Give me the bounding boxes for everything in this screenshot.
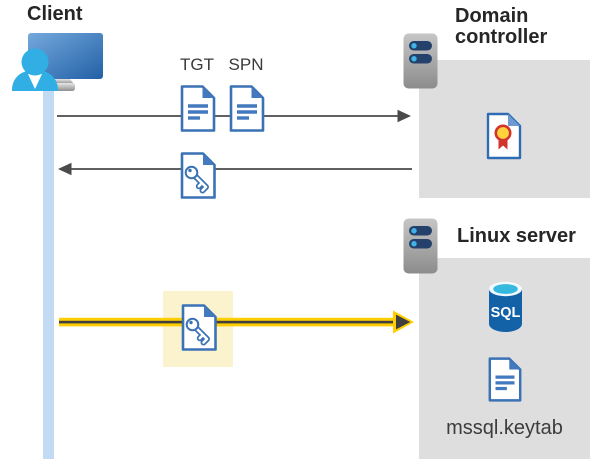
spn-document-icon bbox=[227, 84, 267, 133]
sql-database-icon: SQL bbox=[489, 281, 522, 332]
tgt-label: TGT bbox=[180, 55, 214, 74]
linux-server-icon bbox=[403, 218, 438, 274]
linux-server-label: Linux server bbox=[457, 225, 576, 247]
auth-arrow-yellow bbox=[59, 310, 414, 334]
client-timeline bbox=[43, 88, 54, 459]
domain-controller-server-icon bbox=[403, 33, 438, 89]
response-arrow-left bbox=[58, 162, 412, 176]
keytab-filename-label: mssql.keytab bbox=[446, 417, 563, 439]
user-at-computer-icon bbox=[12, 33, 103, 91]
domain-controller-label: Domain controller bbox=[455, 5, 548, 48]
spn-label: SPN bbox=[228, 55, 264, 74]
certificate-icon bbox=[486, 112, 522, 160]
tgt-document-icon bbox=[178, 84, 218, 133]
key-document-icon bbox=[177, 151, 219, 200]
key-document-highlighted-icon bbox=[178, 303, 220, 352]
keytab-document-icon bbox=[486, 355, 524, 404]
sql-icon-label: SQL bbox=[491, 305, 521, 321]
client-label: Client bbox=[27, 3, 83, 25]
